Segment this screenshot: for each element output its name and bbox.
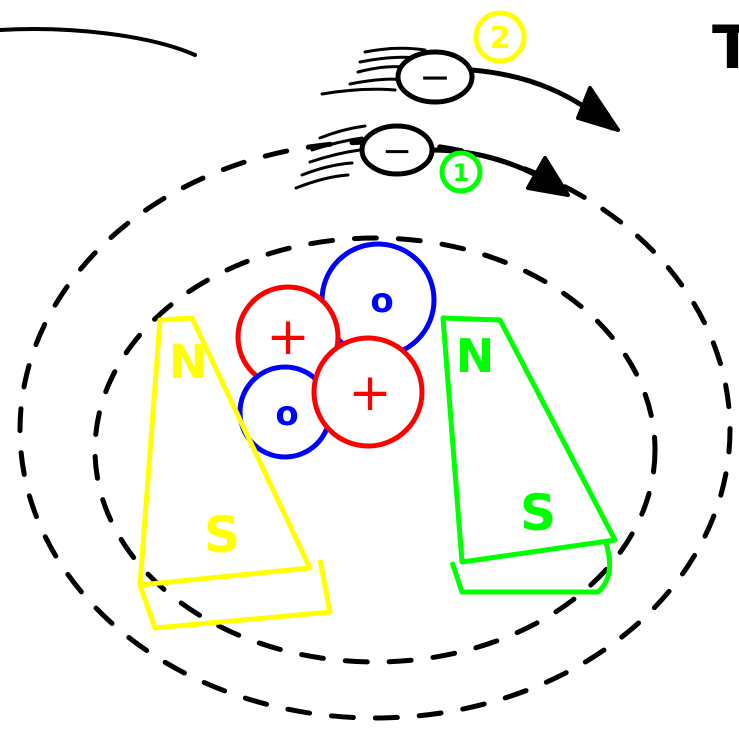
svg-text:1: 1 — [453, 159, 470, 187]
magnet-right-south: S — [520, 484, 556, 542]
electron-1-charge: − — [382, 131, 412, 172]
magnet-right-north: N — [456, 329, 495, 383]
electron-1-arrowhead — [528, 158, 568, 195]
svg-text:+: + — [348, 363, 392, 423]
magnet-left-north: N — [169, 335, 208, 389]
motion-lines-electron-1 — [296, 126, 365, 188]
magnet-left-south: S — [204, 506, 240, 564]
electron-2: − — [398, 52, 472, 102]
electron-2-arrowhead — [578, 88, 618, 130]
nucleus: o + o + — [238, 244, 434, 457]
svg-text:2: 2 — [490, 21, 511, 56]
magnet-right: N S — [443, 318, 615, 592]
corner-mark: T — [712, 13, 739, 83]
svg-text:o: o — [370, 281, 393, 321]
electron-1: − — [362, 126, 432, 174]
electron-2-charge: − — [419, 55, 451, 99]
svg-text:o: o — [275, 394, 298, 434]
proton-bottom: + — [314, 338, 422, 446]
electron-2-tag: 2 — [476, 13, 524, 61]
stray-stroke — [0, 29, 195, 55]
electron-1-tag: 1 — [442, 153, 480, 191]
svg-text:+: + — [266, 307, 310, 367]
